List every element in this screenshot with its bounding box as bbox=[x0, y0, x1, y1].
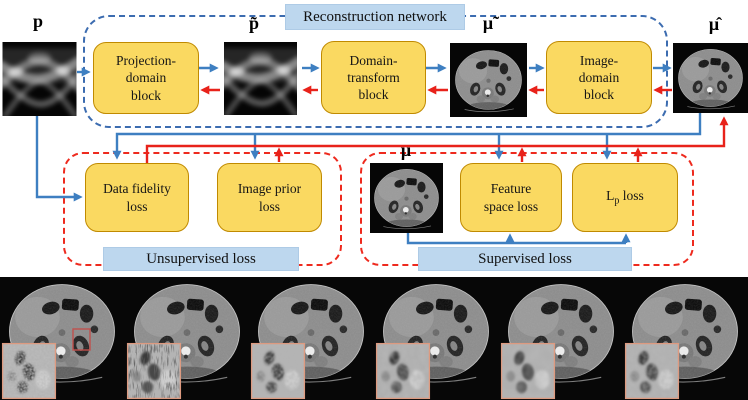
zoom-inset bbox=[1, 342, 57, 400]
reference-image-label: μ bbox=[400, 140, 412, 160]
input-sinogram-label: p bbox=[32, 11, 43, 31]
reconstruction-network-title: Reconstruction network bbox=[285, 4, 465, 30]
zoom-inset bbox=[251, 342, 306, 400]
ct-result-panel bbox=[373, 277, 499, 400]
input-sinogram-image bbox=[2, 42, 77, 116]
projection-domain-block: Projection- domain block bbox=[93, 42, 199, 114]
zoom-inset bbox=[500, 342, 555, 400]
feature-space-loss-label: Feature space loss bbox=[483, 181, 539, 214]
supervised-loss-title-text: Supervised loss bbox=[478, 250, 572, 267]
data-fidelity-loss-box: Data fidelity loss bbox=[85, 163, 189, 232]
domain-transform-block: Domain- transform block bbox=[321, 41, 426, 114]
intermediate-ct-image bbox=[450, 43, 527, 117]
output-ct-image bbox=[673, 43, 748, 113]
unsupervised-loss-title-text: Unsupervised loss bbox=[146, 250, 256, 267]
lp-loss-label: Lp loss bbox=[606, 187, 644, 207]
supervised-loss-title: Supervised loss bbox=[418, 247, 632, 271]
image-prior-loss-box: Image prior loss bbox=[217, 163, 322, 232]
image-domain-block: Image- domain block bbox=[546, 41, 652, 114]
restored-sinogram-image bbox=[222, 42, 299, 115]
ct-result-panel bbox=[249, 277, 374, 400]
roi-rectangle bbox=[72, 328, 91, 351]
image-prior-loss-label: Image prior loss bbox=[237, 181, 302, 214]
reference-ct-image bbox=[370, 163, 443, 233]
zoom-inset bbox=[375, 342, 431, 400]
feature-space-loss-box: Feature space loss bbox=[460, 163, 562, 232]
ct-result-panel bbox=[124, 277, 250, 400]
projection-domain-block-label: Projection- domain block bbox=[116, 53, 176, 103]
ct-result-panel bbox=[623, 277, 748, 400]
domain-transform-block-label: Domain- transform block bbox=[347, 52, 400, 103]
image-domain-block-label: Image- domain block bbox=[578, 52, 620, 103]
reconstruction-network-title-text: Reconstruction network bbox=[303, 8, 447, 25]
unsupervised-loss-title: Unsupervised loss bbox=[103, 247, 299, 271]
zoom-inset bbox=[126, 342, 181, 400]
data-fidelity-loss-label: Data fidelity loss bbox=[103, 181, 171, 214]
result-strip bbox=[0, 277, 748, 400]
ct-result-panel bbox=[0, 277, 125, 400]
zoom-inset bbox=[625, 342, 680, 400]
restored-sinogram-label: p̃ bbox=[248, 13, 259, 33]
output-image-label: μ̂ bbox=[708, 14, 720, 34]
ct-result-panel bbox=[498, 277, 624, 400]
intermediate-image-label: μ̃ bbox=[482, 13, 494, 33]
lp-loss-box: Lp loss bbox=[572, 163, 678, 232]
